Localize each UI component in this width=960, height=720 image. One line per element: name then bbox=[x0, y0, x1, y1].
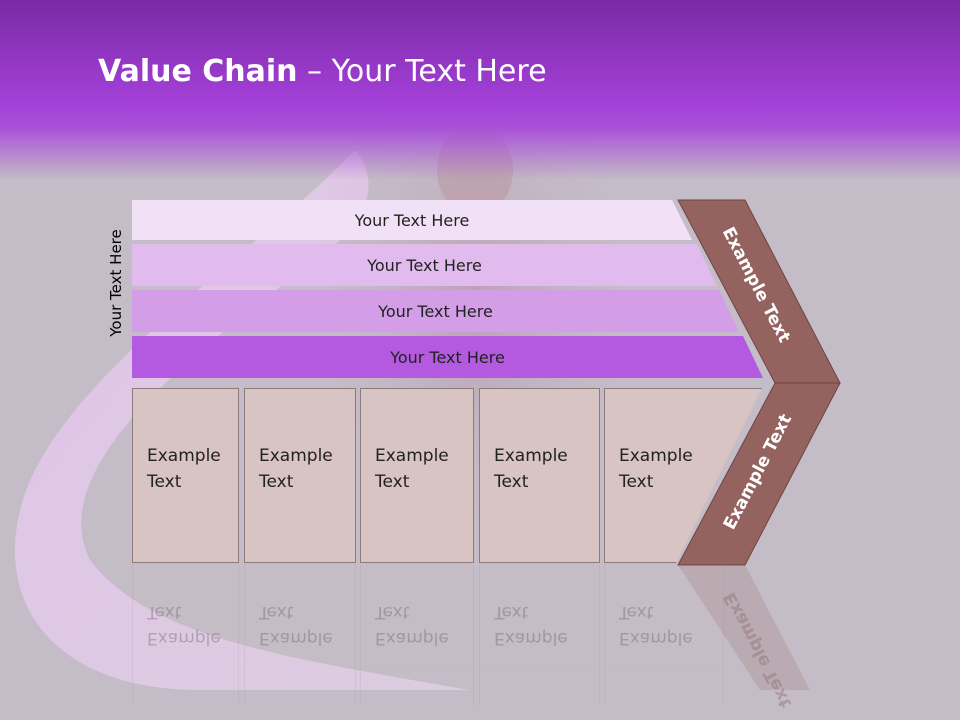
cell-2-line2: Text bbox=[259, 472, 294, 492]
band-3-label: Your Text Here bbox=[378, 301, 493, 321]
band-4-label: Your Text Here bbox=[390, 347, 505, 367]
title-bold: Value Chain bbox=[98, 54, 298, 89]
cell-1-line1: Example bbox=[147, 446, 221, 466]
band-2-label: Your Text Here bbox=[367, 255, 482, 275]
chevron-lower bbox=[677, 382, 841, 566]
band-2: Your Text Here bbox=[132, 244, 717, 286]
header-band bbox=[0, 0, 960, 180]
chevron-reflection bbox=[678, 565, 810, 690]
band-3: Your Text Here bbox=[132, 290, 739, 332]
band-4: Your Text Here bbox=[132, 336, 763, 378]
page-title: Value Chain – Your Text Here bbox=[98, 54, 547, 89]
cell-3-line1: Example bbox=[375, 446, 449, 466]
cell-5-line2: Text bbox=[619, 472, 654, 492]
band-1: Your Text Here bbox=[132, 200, 692, 240]
cell-1-line2: Text bbox=[147, 472, 182, 492]
title-rest: – Your Text Here bbox=[297, 54, 547, 89]
band-1-label: Your Text Here bbox=[354, 210, 470, 230]
cell-4-line1: Example bbox=[494, 446, 568, 466]
cell-2-line1: Example bbox=[259, 446, 333, 466]
cell-3-line2: Text bbox=[375, 472, 410, 492]
cell-5-line1: Example bbox=[619, 446, 693, 466]
cell-4-line2: Text bbox=[494, 472, 529, 492]
